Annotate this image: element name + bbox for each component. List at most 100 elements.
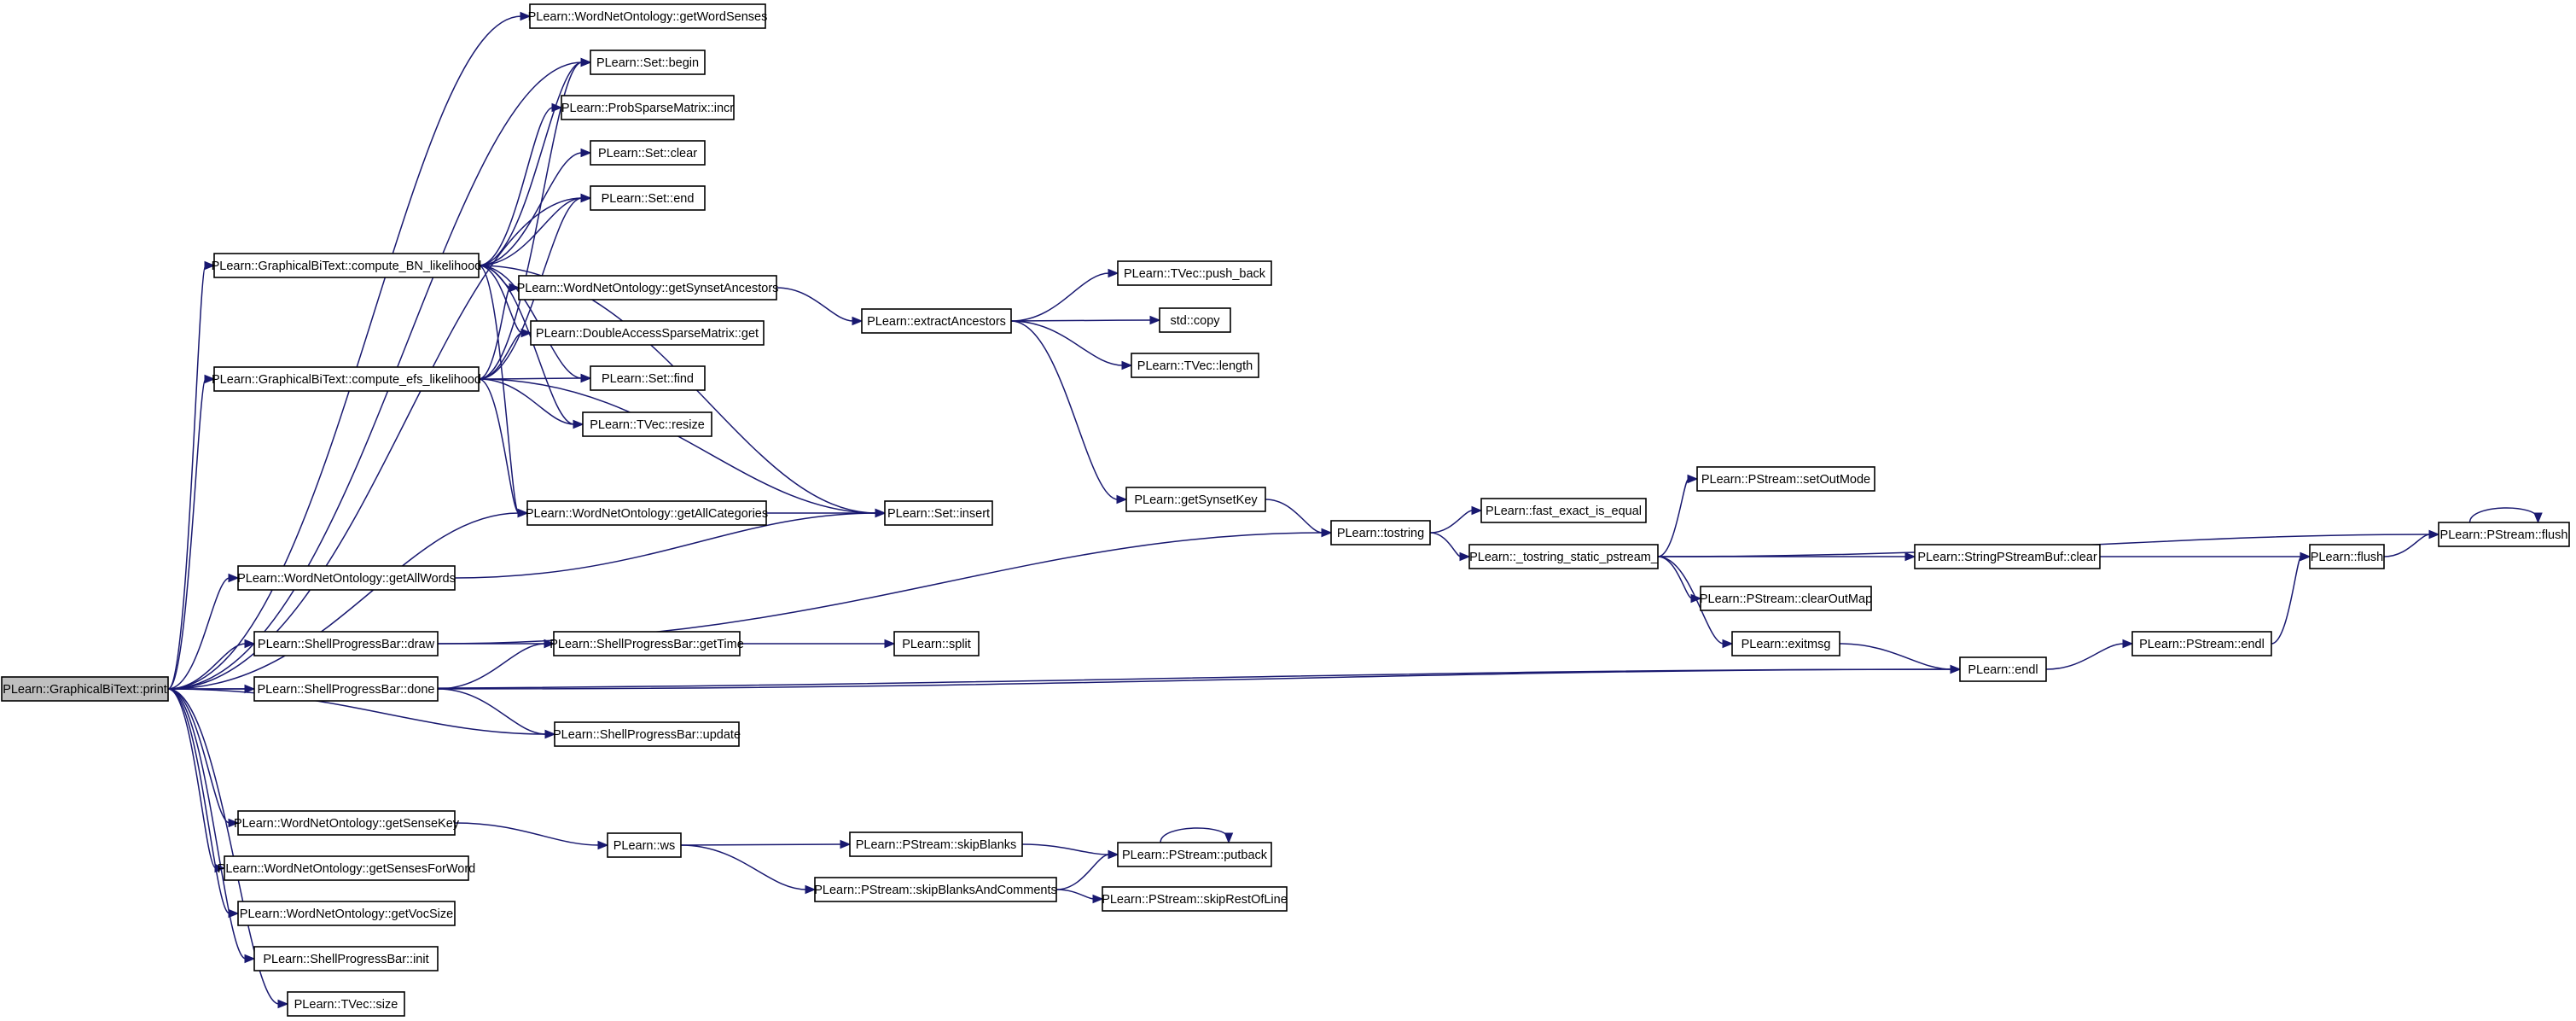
node-plearn-set-clear[interactable]: PLearn::Set::clear [590,140,706,166]
node-box[interactable] [561,95,735,120]
node-plearn-flush[interactable]: PLearn::flush [2309,544,2385,569]
node-box[interactable] [1330,520,1431,546]
node-box[interactable] [1159,307,1231,333]
node-box[interactable] [814,877,1057,902]
node-plearn-fast-exact-is-equal[interactable]: PLearn::fast_exact_is_equal [1480,498,1647,523]
node-plearn-pstream-setoutmode[interactable]: PLearn::PStream::setOutMode [1696,466,1875,492]
node-box[interactable] [1468,544,1659,569]
node-plearn-split[interactable]: PLearn::split [893,631,980,656]
node-std-copy[interactable]: std::copy [1159,307,1231,333]
node-box[interactable] [2309,544,2385,569]
node-box[interactable] [1131,353,1259,378]
node-box[interactable] [590,185,706,211]
node-box[interactable] [553,631,741,656]
node-plearn-tvec-push-back[interactable]: PLearn::TVec::push_back [1117,260,1272,286]
node-label: PLearn::PStream::putback [1122,849,1268,862]
node-box[interactable] [253,676,439,702]
node-box[interactable] [590,50,706,75]
node-box[interactable] [1102,886,1288,912]
node-plearn-tostring[interactable]: PLearn::tostring [1330,520,1431,546]
node-box[interactable] [213,253,480,278]
node-box[interactable] [1731,631,1840,656]
node-label: PLearn::flush [2311,551,2383,564]
node-plearn-shellprogressbar-draw[interactable]: PLearn::ShellProgressBar::draw [253,631,439,656]
node-box[interactable] [237,810,456,836]
edge-plearn-wordnetontology-getsensekey-to-plearn-ws [454,822,609,850]
node-plearn-shellprogressbar-done[interactable]: PLearn::ShellProgressBar::done [253,676,439,702]
node-box[interactable] [237,901,456,926]
node-plearn-graphicalbitext-compute-bn-likelihood[interactable]: PLearn::GraphicalBiText::compute_BN_like… [212,253,482,278]
node-box[interactable] [554,721,740,747]
node-plearn-tvec-size[interactable]: PLearn::TVec::size [287,991,405,1017]
node-box[interactable] [1117,260,1272,286]
node-box[interactable] [1696,466,1875,492]
node-box[interactable] [1125,487,1266,512]
edge-plearn-shellprogressbar-done-to-plearn-endl [437,664,1962,690]
node-label: PLearn::TVec::size [294,998,398,1012]
node-plearn-shellprogressbar-update[interactable]: PLearn::ShellProgressBar::update [553,721,741,747]
node-label: PLearn::WordNetOntology::getAllCategorie… [526,507,768,521]
node-plearn-wordnetontology-getvocsize[interactable]: PLearn::WordNetOntology::getVocSize [237,901,456,926]
node-plearn-pstream-endl[interactable]: PLearn::PStream::endl [2131,631,2272,656]
node-plearn-set-begin[interactable]: PLearn::Set::begin [590,50,706,75]
node-plearn-tvec-length[interactable]: PLearn::TVec::length [1131,353,1259,378]
node-box[interactable] [849,831,1023,857]
node-box[interactable] [530,320,765,346]
node-plearn-wordnetontology-getsensekey[interactable]: PLearn::WordNetOntology::getSenseKey [234,810,460,836]
node-box[interactable] [2438,522,2570,547]
node-plearn-doubleaccesssparsematrix-get[interactable]: PLearn::DoubleAccessSparseMatrix::get [530,320,765,346]
node-plearn-shellprogressbar-init[interactable]: PLearn::ShellProgressBar::init [253,946,439,971]
node-plearn-pstream-clearoutmap[interactable]: PLearn::PStream::clearOutMap [1700,586,1872,611]
node-plearn-pstream-skipblanksandcomments[interactable]: PLearn::PStream::skipBlanksAndComments [814,877,1057,902]
node-box[interactable] [1914,544,2101,569]
node-plearn-exitmsg[interactable]: PLearn::exitmsg [1731,631,1840,656]
node-plearn-pstream-skipblanks[interactable]: PLearn::PStream::skipBlanks [849,831,1023,857]
edge-plearn-getsynsetkey-to-plearn-tostring [1265,499,1333,538]
node-plearn-getsynsetkey[interactable]: PLearn::getSynsetKey [1125,487,1266,512]
node-plearn-pstream-putback[interactable]: PLearn::PStream::putback [1117,842,1272,867]
node-box[interactable] [529,3,766,29]
node-plearn-set-insert[interactable]: PLearn::Set::insert [884,500,993,526]
node-box[interactable] [518,275,777,300]
node-box[interactable] [582,411,712,437]
node-box[interactable] [884,500,993,526]
node-plearn-wordnetontology-getallcategories[interactable]: PLearn::WordNetOntology::getAllCategorie… [526,500,768,526]
node-plearn-stringpstreambuf-clear[interactable]: PLearn::StringPStreamBuf::clear [1914,544,2101,569]
node-box[interactable] [287,991,405,1017]
node-box[interactable] [861,308,1012,334]
node-box[interactable] [224,855,469,881]
node-plearn-wordnetontology-getwordsenses[interactable]: PLearn::WordNetOntology::getWordSenses [528,3,768,29]
node-plearn-shellprogressbar-gettime[interactable]: PLearn::ShellProgressBar::getTime [550,631,744,656]
node-plearn-wordnetontology-getsynsetancestors[interactable]: PLearn::WordNetOntology::getSynsetAncest… [517,275,779,300]
node-box[interactable] [1480,498,1647,523]
node-box[interactable] [1959,656,2047,682]
node-box[interactable] [607,832,682,858]
node-plearn-wordnetontology-getsensesforword[interactable]: PLearn::WordNetOntology::getSensesForWor… [218,855,476,881]
node-plearn-extractancestors[interactable]: PLearn::extractAncestors [861,308,1012,334]
node-box[interactable] [590,140,706,166]
node-plearn-wordnetontology-getallwords[interactable]: PLearn::WordNetOntology::getAllWords [237,565,456,591]
node-box[interactable] [253,946,439,971]
node-plearn-graphicalbitext-print[interactable]: PLearn::GraphicalBiText::print [1,676,169,702]
node-box[interactable] [213,366,480,392]
node-box[interactable] [253,631,439,656]
node-plearn-graphicalbitext-compute-efs-likelihood[interactable]: PLearn::GraphicalBiText::compute_efs_lik… [212,366,481,392]
node-box[interactable] [237,565,456,591]
node-box[interactable] [1700,586,1872,611]
node-box[interactable] [526,500,767,526]
call-edges [167,11,2543,1009]
node-box[interactable] [1117,842,1272,867]
node-plearn-tvec-resize[interactable]: PLearn::TVec::resize [582,411,712,437]
node-plearn-endl[interactable]: PLearn::endl [1959,656,2047,682]
node-box[interactable] [2131,631,2272,656]
node-plearn-pstream-flush[interactable]: PLearn::PStream::flush [2438,522,2570,547]
node-plearn-tostring-static-pstream[interactable]: PLearn::_tostring_static_pstream_ [1468,544,1659,569]
node-plearn-set-find[interactable]: PLearn::Set::find [590,365,706,391]
node-plearn-probsparsematrix-incr[interactable]: PLearn::ProbSparseMatrix::incr [561,95,735,120]
node-box[interactable] [1,676,169,702]
node-plearn-set-end[interactable]: PLearn::Set::end [590,185,706,211]
node-box[interactable] [893,631,980,656]
node-plearn-ws[interactable]: PLearn::ws [607,832,682,858]
node-plearn-pstream-skiprestofline[interactable]: PLearn::PStream::skipRestOfLine [1102,886,1288,912]
node-box[interactable] [590,365,706,391]
